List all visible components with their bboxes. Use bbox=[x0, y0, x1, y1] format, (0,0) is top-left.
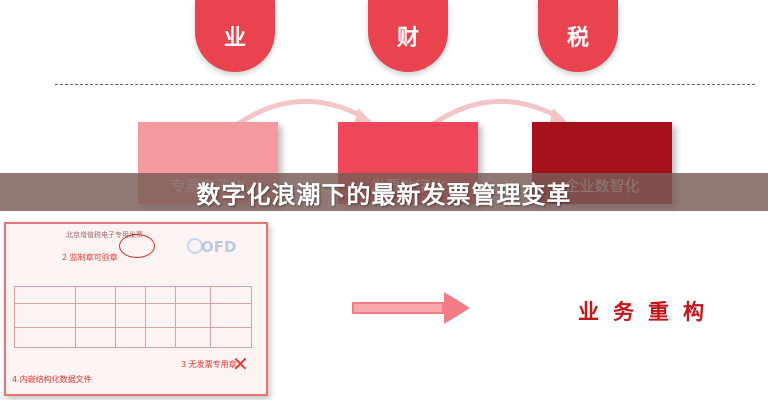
curved-arrow-1 bbox=[236, 99, 374, 127]
x-mark-icon: ✕ bbox=[232, 352, 249, 376]
banner-title: 数字化浪潮下的最新发票管理变革 bbox=[0, 173, 768, 211]
circle-cai: 财 bbox=[368, 0, 448, 72]
circle-shui: 税 bbox=[538, 0, 618, 72]
curved-arrow-2 bbox=[431, 99, 569, 127]
invoice-image: 北京增值税电子专用发票 OFD 2 监制章可验章 3 无发票专用章 ✕ 4 内嵌… bbox=[4, 222, 268, 396]
ofd-label: OFD bbox=[201, 238, 237, 256]
right-arrow-icon bbox=[352, 292, 470, 324]
dashed-divider bbox=[55, 84, 755, 85]
circle-ye: 业 bbox=[195, 0, 275, 72]
invoice-note-3: 3 无发票专用章 bbox=[181, 360, 237, 369]
invoice-note-4: 4 内嵌结构化数据文件 bbox=[12, 375, 92, 384]
business-restructure-text: 业务重构 bbox=[578, 300, 718, 324]
invoice-note-2: 2 监制章可验章 bbox=[62, 253, 118, 262]
invoice-seal bbox=[119, 234, 155, 258]
invoice-grid bbox=[14, 286, 252, 348]
invoice-header: 北京增值税电子专用发票 bbox=[66, 231, 143, 239]
ofd-icon bbox=[187, 238, 203, 254]
